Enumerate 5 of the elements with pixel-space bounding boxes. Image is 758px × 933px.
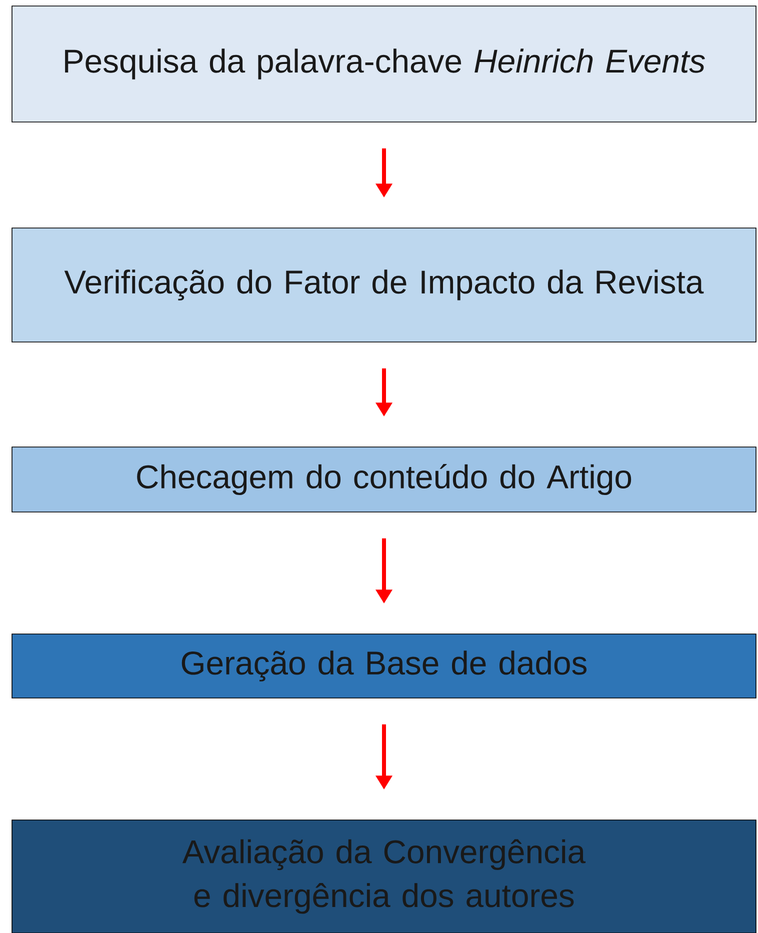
process-box: Avaliação da Convergência e divergência dos autores (12, 820, 756, 933)
process-box: Checagem do conteúdo do Artigo (12, 446, 756, 512)
process-box: Verificação do Fator de Impacto da Revista (12, 228, 756, 342)
process-box: Geração da Base de dados (12, 634, 756, 698)
process-box: Pesquisa da palavra-chave Heinrich Events (12, 6, 756, 122)
